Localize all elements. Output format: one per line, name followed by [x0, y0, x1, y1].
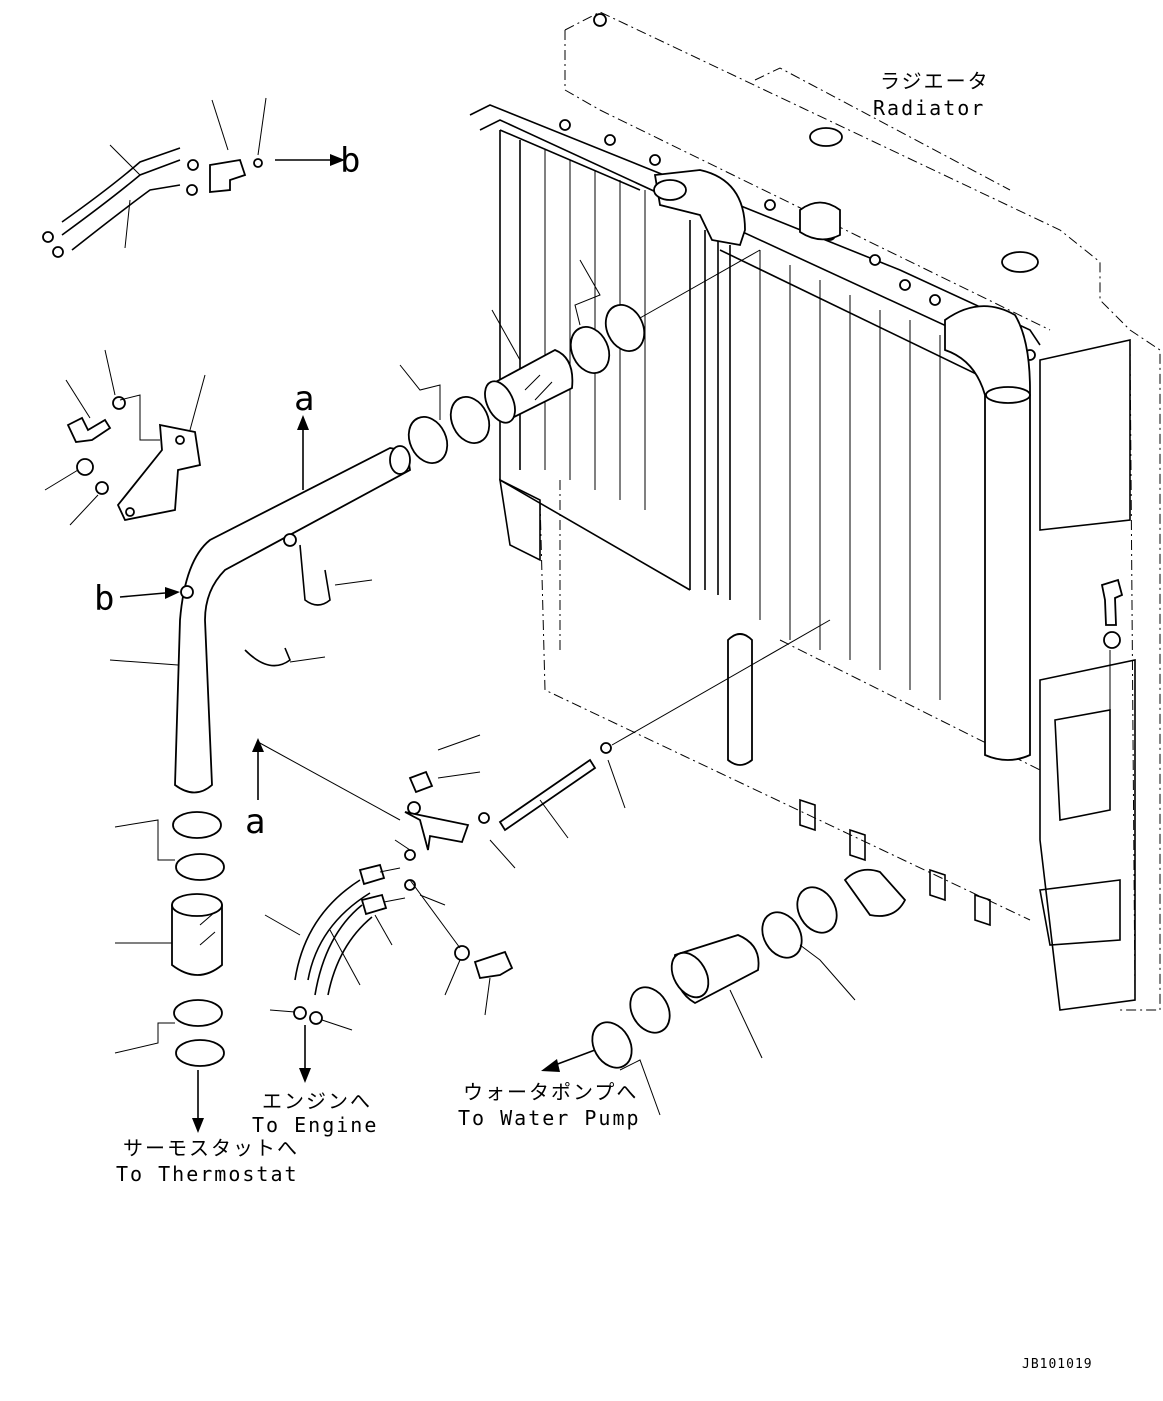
view-marker-b-top: b	[340, 141, 360, 181]
side-pipe	[944, 305, 1031, 761]
hose-clamp	[591, 1021, 633, 1069]
water-pump-label-en: To Water Pump	[458, 1106, 641, 1130]
hose-clamp	[173, 999, 223, 1027]
engine-label-en: To Engine	[252, 1113, 378, 1137]
radiator-hose-stack	[399, 249, 761, 464]
drain-valve	[209, 158, 247, 193]
radiator-label-en: Radiator	[873, 96, 985, 120]
lower-inlet	[843, 868, 907, 917]
hose-clamp	[604, 304, 646, 352]
u-bolt	[299, 544, 331, 606]
hose-clamp	[761, 911, 803, 959]
hose-clamp	[569, 326, 611, 374]
radiator-label-jp: ラジエータ	[880, 69, 990, 93]
thermostat-hose-stack	[114, 738, 401, 1133]
stay-rod	[498, 758, 597, 832]
view-marker-b-left: b	[94, 579, 114, 619]
view-marker-a-lower: a	[245, 802, 265, 842]
callout-labels: ラジエータ Radiator エンジンへ To Engine サーモスタットへ …	[94, 69, 1093, 1372]
engine-hose-group	[264, 863, 514, 1083]
thermostat-label-jp: サーモスタットへ	[123, 1136, 299, 1160]
hose-clamp	[172, 811, 222, 839]
upper-water-pipe	[109, 415, 411, 794]
water-pump-hose-stack	[541, 886, 856, 1116]
hose-clamp	[175, 1039, 225, 1067]
hose-clamp	[449, 396, 491, 444]
center-bracket-group	[394, 619, 831, 906]
drain-hose-group	[42, 97, 345, 258]
view-marker-a-upper: a	[294, 379, 314, 419]
hose-clamp	[629, 986, 671, 1034]
bolt	[66, 416, 112, 443]
bolt	[473, 950, 514, 980]
pipe-bracket	[44, 349, 206, 526]
hose-clamp	[175, 853, 225, 881]
radiator-assembly	[469, 11, 1161, 1011]
hose-clamp	[407, 416, 449, 464]
radiator-cap	[1001, 251, 1039, 273]
hose-clamp	[796, 886, 838, 934]
bolt	[1100, 578, 1124, 800]
water-pump-label-jp: ウォータポンプへ	[463, 1080, 638, 1104]
drawing-code: JB101019	[1022, 1357, 1093, 1372]
engine-label-jp: エンジンへ	[262, 1089, 372, 1113]
thermostat-label-en: To Thermostat	[116, 1162, 299, 1186]
